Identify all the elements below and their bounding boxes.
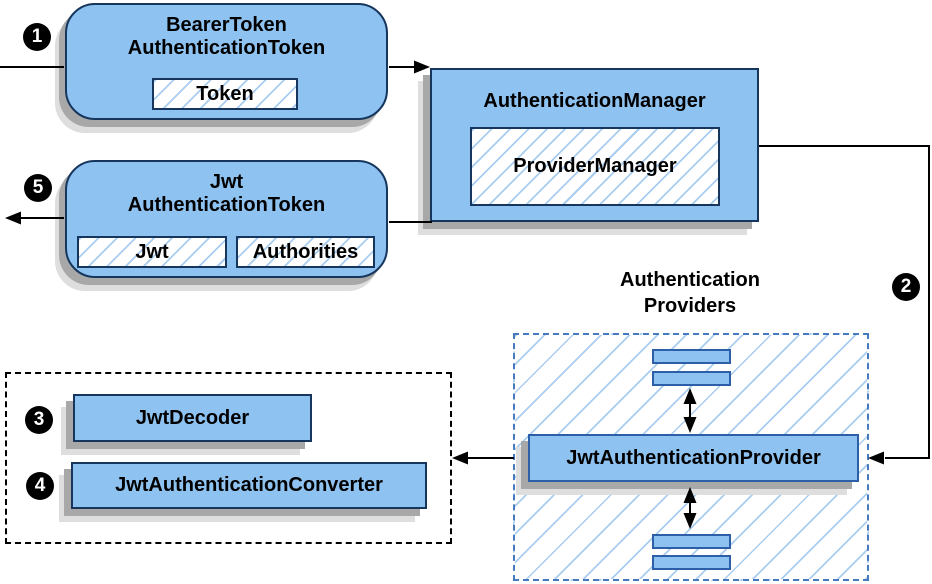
authorities-chip: Authorities: [236, 236, 375, 268]
authentication-manager-title: AuthenticationManager: [483, 90, 706, 112]
authentication-manager-node: AuthenticationManager ProviderManager: [430, 68, 759, 222]
step-badge-2: 2: [892, 273, 920, 301]
step-badge-4: 4: [26, 472, 54, 500]
arrowhead-to-decoder-group: [452, 451, 468, 465]
generic-provider-bar: [652, 349, 731, 364]
jwt-decoder-node: JwtDecoder: [73, 394, 312, 442]
jwt-token-title-line2: AuthenticationToken: [127, 194, 326, 216]
provider-manager-chip-label: ProviderManager: [513, 155, 677, 177]
step-badge-3: 3: [25, 406, 53, 434]
arrowhead-to-authentication-manager: [414, 60, 430, 74]
jwt-authentication-provider-label: JwtAuthenticationProvider: [566, 446, 821, 469]
jwt-decoder-group-box: [5, 372, 452, 544]
jwt-decoder-label: JwtDecoder: [135, 406, 250, 429]
authentication-providers-label: Authentication Providers: [565, 267, 815, 319]
arrowhead-to-jwt-provider: [868, 451, 884, 465]
jwt-authentication-converter-node: JwtAuthenticationConverter: [71, 462, 427, 509]
jwt-authentication-converter-label: JwtAuthenticationConverter: [115, 474, 383, 496]
step-badge-1: 1: [23, 23, 51, 51]
token-chip: Token: [152, 78, 298, 110]
token-chip-label: Token: [196, 82, 254, 105]
arrowhead-result-out: [5, 211, 21, 225]
jwt-authentication-provider-node: JwtAuthenticationProvider: [528, 434, 859, 482]
authorities-chip-label: Authorities: [252, 240, 359, 263]
jwt-chip: Jwt: [77, 236, 227, 268]
bearer-token-title-line2: AuthenticationToken: [127, 37, 326, 59]
step-badge-5: 5: [24, 174, 52, 202]
jwt-chip-label: Jwt: [135, 240, 169, 263]
bearer-token-title-line1: BearerToken: [166, 14, 287, 36]
bearer-token-authentication-token-node: BearerToken AuthenticationToken Token: [65, 3, 388, 120]
jwt-token-title-line1: Jwt: [209, 171, 244, 193]
authentication-providers-label-line2: Providers: [643, 295, 737, 317]
authentication-providers-label-line1: Authentication: [620, 269, 760, 291]
provider-manager-chip: ProviderManager: [470, 127, 720, 206]
generic-provider-bar: [652, 534, 731, 549]
generic-provider-bar: [652, 555, 731, 570]
generic-provider-bar: [652, 371, 731, 386]
jwt-authentication-token-node: Jwt AuthenticationToken Jwt Authorities: [65, 160, 388, 278]
